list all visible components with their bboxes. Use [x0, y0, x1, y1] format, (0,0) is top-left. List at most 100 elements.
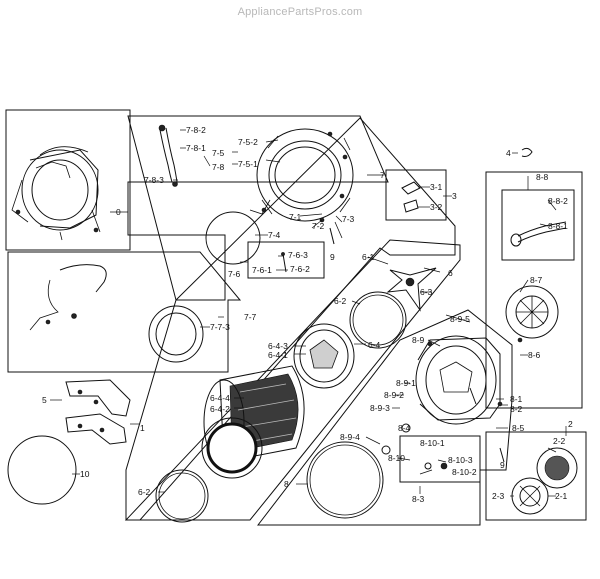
label-7-6-2: 7-6-2 — [290, 264, 310, 274]
frame-hose — [485, 171, 583, 409]
label-8-8: 8-8 — [536, 172, 549, 182]
hinge-drawing — [65, 379, 131, 445]
label-8-9-4: 8-9-4 — [340, 432, 360, 442]
label-8-1: 8-1 — [510, 394, 523, 404]
label-8-2: 8-2 — [510, 404, 523, 414]
tub-assembly-drawing — [11, 146, 101, 241]
label-10: 10 — [80, 469, 90, 479]
label-7-3: 7-3 — [342, 214, 355, 224]
label-8-9-2: 8-9-2 — [384, 390, 404, 400]
spider-drawing — [386, 267, 437, 312]
label-3-2: 3-2 — [430, 202, 443, 212]
label-7-8-3: 7-8-3 — [144, 175, 164, 185]
frame-spider — [124, 239, 461, 521]
tub-rear-drawing — [415, 335, 503, 425]
frame-door-seal — [7, 251, 242, 373]
label-7-5: 7-5 — [212, 148, 225, 158]
pulley-drawing — [511, 447, 578, 515]
label-7-6: 7-6 — [228, 269, 241, 279]
drum-ring-lower-inner — [158, 472, 206, 520]
label-5: 5 — [42, 395, 47, 405]
label-2-2: 2-2 — [553, 436, 566, 446]
door-glass — [7, 435, 77, 505]
clip-drawing — [521, 147, 533, 157]
label-6-4-3: 6-4-3 — [268, 341, 288, 351]
drum-ring-upper-inner — [352, 294, 404, 346]
label-8-7: 8-7 — [530, 275, 543, 285]
label-7-1: 7-1 — [289, 212, 302, 222]
rear-cover-drawing — [505, 285, 559, 343]
label-8-9-3: 8-9-3 — [370, 403, 390, 413]
tub-front-drawing — [249, 128, 354, 239]
label-3-1: 3-1 — [430, 182, 443, 192]
label-8-9-1: 8-9-1 — [396, 378, 416, 388]
label-7-6-1: 7-6-1 — [252, 265, 272, 275]
label-6-2-lower: 6-2 — [138, 487, 151, 497]
tub-rear-ring-inner — [309, 444, 381, 516]
label-7-7-3: 7-7-3 — [210, 322, 230, 332]
label-8-10: 8-10 — [388, 453, 405, 463]
label-9-upper: 9 — [330, 252, 335, 262]
label-4: 4 — [506, 148, 511, 158]
label-0: 0 — [116, 207, 121, 217]
label-7-6-3: 7-6-3 — [288, 250, 308, 260]
frame-tub-assembly — [5, 109, 131, 251]
label-7-2: 7-2 — [312, 221, 325, 231]
washers-drawing — [381, 423, 448, 470]
label-8-10-3: 8-10-3 — [448, 455, 473, 465]
drum-ring-lower — [155, 469, 209, 523]
label-8-4: 8-4 — [398, 423, 411, 433]
drum-back-drawing — [293, 323, 355, 389]
label-8-5: 8-5 — [512, 423, 525, 433]
leader-lines — [50, 129, 567, 497]
frame-pulley — [485, 431, 587, 521]
label-7: 7 — [380, 170, 385, 180]
label-7-8-2: 7-8-2 — [186, 125, 206, 135]
label-7-7: 7-7 — [244, 312, 257, 322]
frame-tub-rear — [256, 309, 513, 526]
label-3: 3 — [452, 191, 457, 201]
screws-drawing — [329, 227, 505, 463]
drum-front-ring — [201, 417, 263, 479]
frame-drain — [399, 435, 481, 483]
tub-rear-ring — [306, 441, 384, 519]
label-8-10-1: 8-10-1 — [420, 438, 445, 448]
label-7-8-1: 7-8-1 — [186, 143, 206, 153]
label-7-4: 7-4 — [268, 230, 281, 240]
label-6-4: 6-4 — [368, 340, 381, 350]
label-6-3: 6-3 — [420, 287, 433, 297]
label-6-2-upper: 6-2 — [334, 296, 347, 306]
label-8-9: 8-9 — [412, 335, 425, 345]
label-9-lower: 9 — [500, 460, 505, 470]
label-2-1: 2-1 — [555, 491, 568, 501]
label-6-4-4: 6-4-4 — [210, 393, 230, 403]
label-1: 1 — [140, 423, 145, 433]
frame-bracket — [385, 169, 447, 221]
label-2: 2 — [568, 419, 573, 429]
drain-hose-drawing — [158, 124, 178, 187]
label-8: 8 — [284, 479, 289, 489]
bracket-drawing — [401, 181, 421, 213]
frame-hose-inner — [501, 189, 575, 261]
label-6-4-2: 6-4-2 — [210, 404, 230, 414]
label-6-1: 6-1 — [362, 252, 375, 262]
door-seal-drawing — [29, 264, 204, 363]
label-8-3: 8-3 — [412, 494, 425, 504]
label-7-5-1: 7-5-1 — [238, 159, 258, 169]
label-8-8-1: 8-8-1 — [548, 221, 568, 231]
tub-seal-ring — [205, 211, 261, 265]
label-7-8: 7-8 — [212, 162, 225, 172]
label-6: 6 — [448, 268, 453, 278]
label-6-4-1: 6-4-1 — [268, 350, 288, 360]
frame-drum — [125, 117, 456, 521]
section-frames — [5, 109, 587, 526]
label-2-3: 2-3 — [492, 491, 505, 501]
hose-drawing — [510, 221, 567, 247]
callout-labels: 0 1 2 2-1 2-2 2-3 3 3-1 3-2 4 5 6 6-1 6-… — [42, 125, 573, 504]
drum-ring-upper — [349, 291, 407, 349]
label-8-6: 8-6 — [528, 350, 541, 360]
watermark: AppliancePartsPros.com — [237, 6, 363, 18]
label-8-9-5: 8-9-5 — [450, 314, 470, 324]
